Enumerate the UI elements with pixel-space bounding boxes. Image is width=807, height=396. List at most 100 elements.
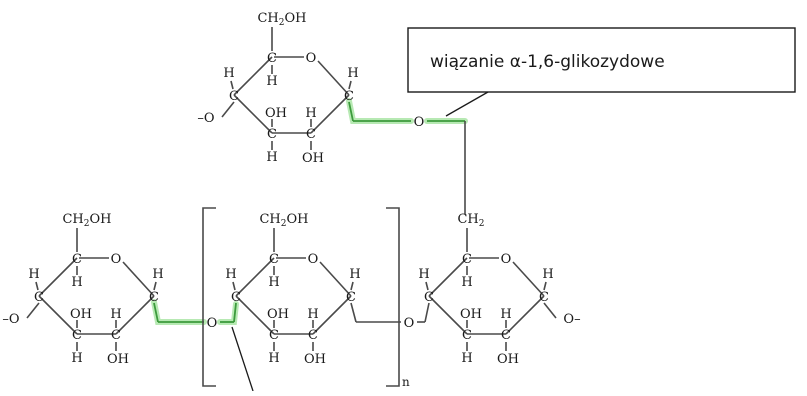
atom-label-layer: OCH2OHCHCH–OCOHHCHOHCHOCH2OHCHCH–OCOHHCH… [2,11,580,367]
ring-3-c5-carbon: C [462,252,472,267]
lower-leader-line [231,326,254,392]
alpha-1-6-highlight [346,98,414,124]
top-ring-bond-c4-c5 [233,56,273,96]
top-ring-c3-carbon: C [267,127,277,142]
top-ring-c3-oh: OH [265,106,287,121]
ring-2-c4-h: H [225,267,236,282]
top-ring-bond-c1-c2 [310,94,350,134]
ring-2-c2-h: H [307,307,318,322]
callout-label: wiązanie α-1,6-glikozydowe [430,52,665,72]
ring-1-c3-oh: OH [70,307,92,322]
ring-1-c1-carbon: C [149,290,159,305]
ring-2-bond-c4-c5 [235,257,275,297]
top-ring-ch2oh: CH2OH [257,11,306,28]
ring-1-c2-oh: OH [107,352,129,367]
top-ring-c2-oh: OH [302,151,324,166]
repeat-subscript-n: n [402,375,410,389]
top-ring-c4-h: H [223,66,234,81]
ring-1-bond-c4-c5 [38,257,78,297]
ring-2-c1-h: H [349,267,360,282]
ring-3-c1-carbon: C [539,290,549,305]
callout-leader-line [445,91,489,117]
right-repeat-bracket [386,207,400,387]
ring-2-3-c1-bond [350,302,357,323]
ring-1-c4-h: H [28,267,39,282]
ring-2-c3-carbon: C [269,328,279,343]
ring-2-c5-h: H [268,275,279,290]
ring-3-c2-carbon: C [501,328,511,343]
ring-3-c2-h: H [500,307,511,322]
top-ring-c1-carbon: C [344,89,354,104]
ring-3-bond-c1-c2 [505,295,545,335]
ring-1-bond-c3-c4 [38,295,78,335]
ring-1-c2-h: H [110,307,121,322]
ring-3-bond-c1-right-o [543,302,557,319]
ring-2-ch2oh: CH2OH [259,212,308,229]
ring-3-c3-carbon: C [462,328,472,343]
ring-1-bond-c4-h [35,281,39,291]
alpha-1-4-oxygen: O [207,316,218,331]
ring-3-c3-oh: OH [460,307,482,322]
ring-2-c4-carbon: C [231,290,241,305]
ring-3-right-oxygen: O– [563,312,580,327]
ring-1-bond-c1-h [153,281,157,291]
ring-1-c4-carbon: C [34,290,44,305]
ring-1-c2-carbon: C [111,328,121,343]
ring-1-left-oxygen: –O [2,312,19,327]
top-ring-c3-h: H [266,150,277,165]
ring-2-c3-oh: OH [267,307,289,322]
alpha-1-4-highlight [151,299,207,325]
ring-1-c5-h: H [71,275,82,290]
top-ring-bond-c3-c4 [233,94,273,134]
top-ring-c2-carbon: C [306,127,316,142]
ring-1-c1-h: H [152,267,163,282]
ring-2-c1-carbon: C [346,290,356,305]
ring-3-c4-h: H [418,267,429,282]
ring-3-ch2: CH2 [457,212,484,229]
ring-3-bond-c1-h [543,281,547,291]
ring-1-ch2oh: CH2OH [62,212,111,229]
ring-3-c1-h: H [542,267,553,282]
top-ring-left-oxygen: –O [197,111,214,126]
left-repeat-bracket [202,207,216,387]
ring-3-c5-h: H [461,275,472,290]
top-ring-ring-oxygen: O [306,51,317,66]
callout-box [407,27,796,93]
ring-2-bond-c3-c4 [235,295,275,335]
alpha-1-6-oxygen: O [414,115,425,130]
ring-3-bond-c3-c4 [428,295,468,335]
top-ring-c1-h: H [347,66,358,81]
ring-3-c2-oh: OH [497,352,519,367]
ring-2-bond-c1-h [350,281,354,291]
ring-2-c2-oh: OH [304,352,326,367]
ring-1-bond-c4-left-o [26,302,40,319]
ring-2-c3-h: H [268,351,279,366]
ring-1-ring-oxygen: O [111,252,122,267]
ring-2-bond-o-c1 [319,261,352,297]
top-ring-bond-c1-h [348,80,352,90]
ring-1-c3-carbon: C [72,328,82,343]
ring-2-3-oxygen: O [404,316,415,331]
bond-layer [26,27,557,351]
ring-3-bond-c4-c5 [428,257,468,297]
ring-3-c3-h: H [461,351,472,366]
ring-1-c3-h: H [71,351,82,366]
alpha-1-4-c1-bond [153,302,159,323]
top-ring-c4-carbon: C [229,89,239,104]
ring-1-bond-c1-c2 [115,295,155,335]
ring-2-c5-carbon: C [269,252,279,267]
ring-3-bond-o-c1 [512,261,545,297]
alpha-1-6-c1-bond [348,101,354,122]
ring-3-ring-oxygen: O [501,252,512,267]
alpha-1-4-c4-bond [233,302,237,323]
top-ring-bond-c4-h [230,80,234,90]
ring-3-c4-carbon: C [424,290,434,305]
top-ring-c5-h: H [266,74,277,89]
ring-1-bond-o-c1 [122,261,155,297]
ring-2-bond-c4-h [232,281,236,291]
ring-3-bond-c4-h [425,281,429,291]
ring-1-c5-carbon: C [72,252,82,267]
ring-2-3-c4-bond [424,302,430,323]
